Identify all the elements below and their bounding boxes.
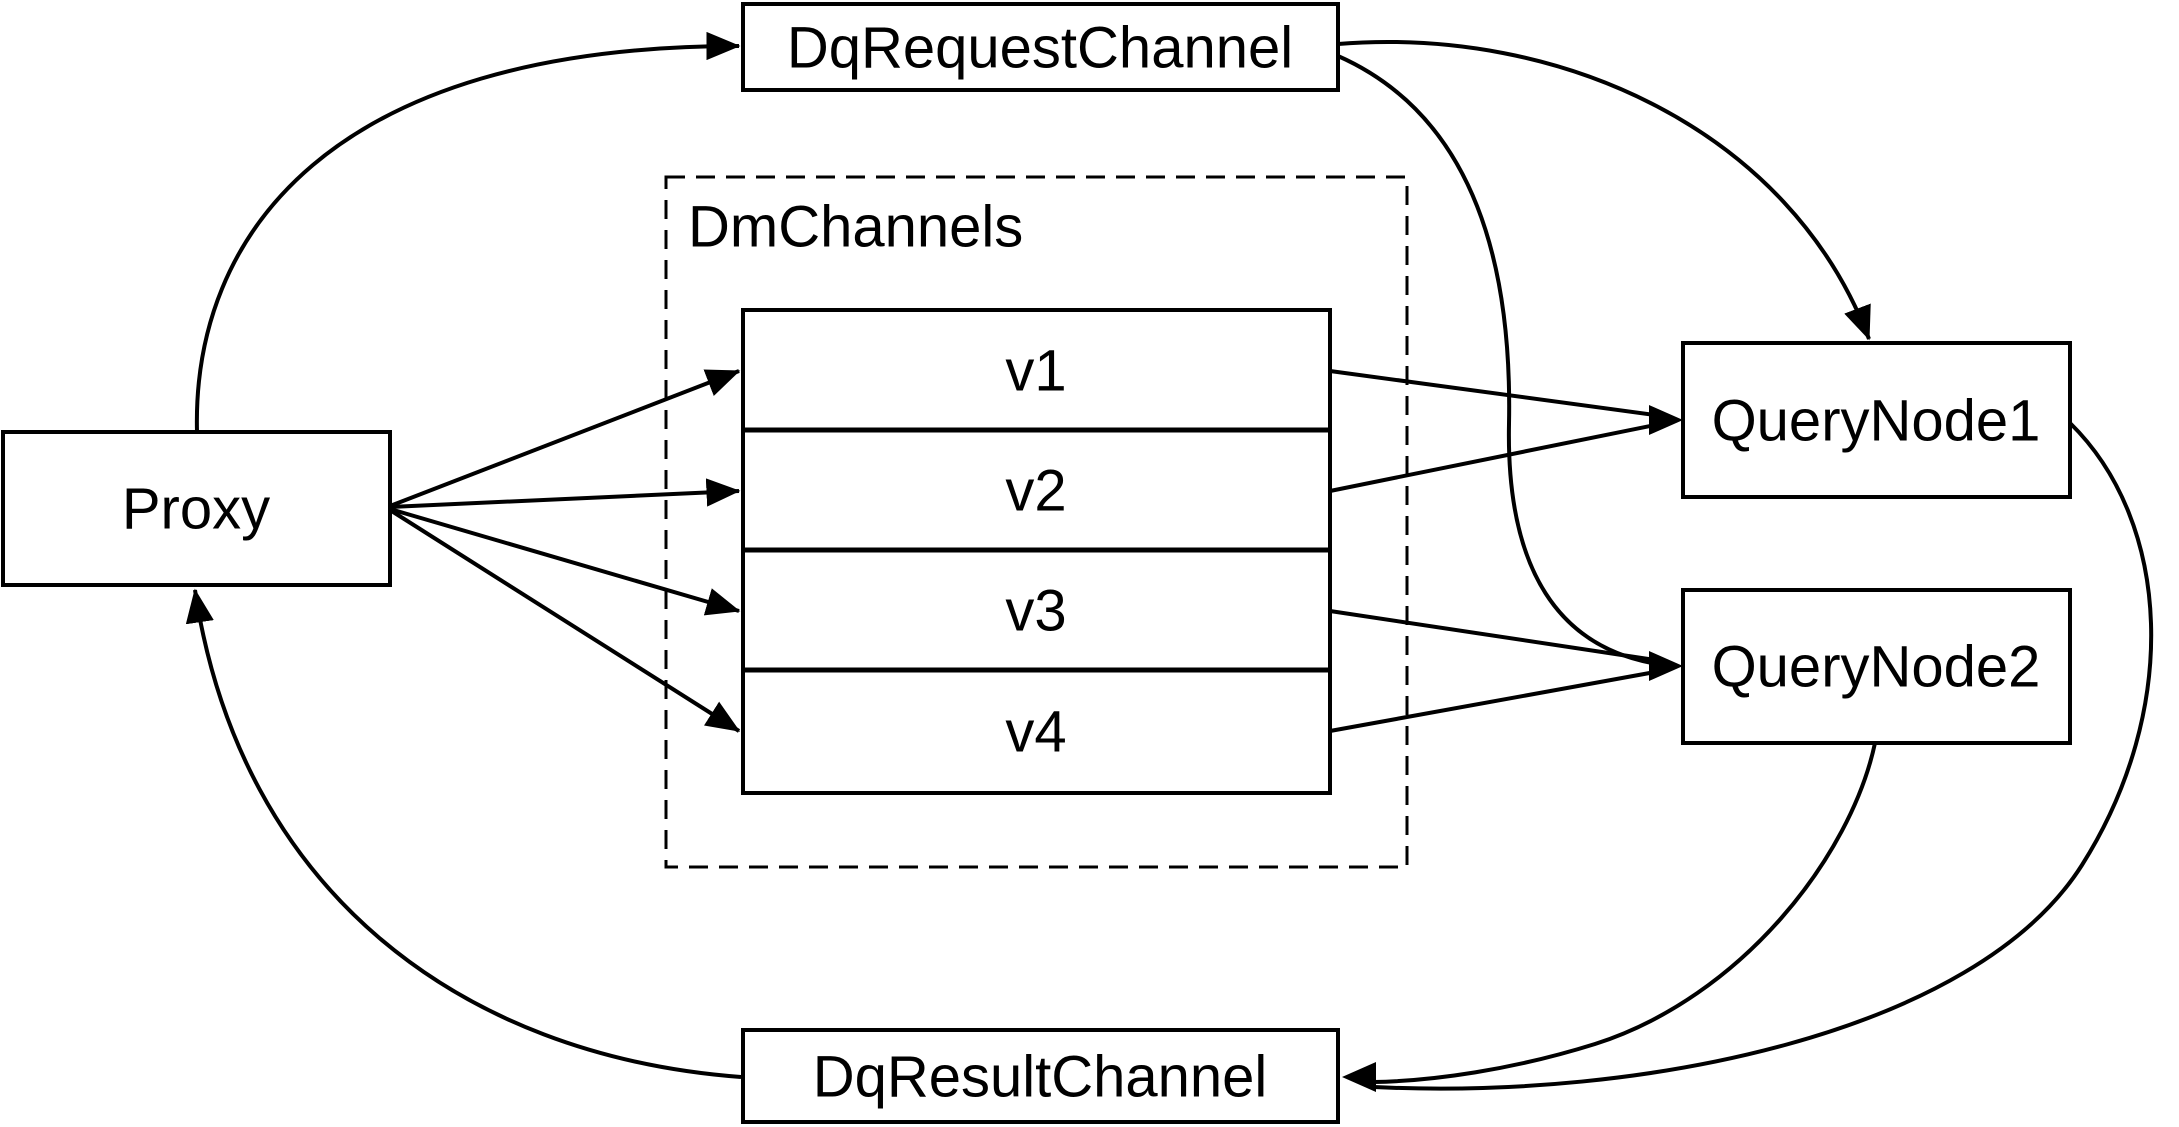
querynode2-node [1681,588,2072,745]
dqrequestchannel-label: DqRequestChannel [787,16,1293,81]
proxy-node [1,430,392,587]
edge-dqrequestchannel-to-querynode2 [1337,54,1653,665]
edge-proxy-to-v3 [389,507,741,616]
querynode1-label: QueryNode1 [1712,389,2041,454]
edge-querynode2-to-dqresultchannel [1373,742,1877,1084]
channel-v1-label: v1 [1005,339,1066,404]
dmchannels-group-box [664,175,1409,869]
edge-proxy-to-v4 [388,508,741,733]
arrowhead-into-dqresultchannel [1342,1062,1376,1092]
dmchannels-group-label: DmChannels [688,195,1023,260]
edge-v3-to-querynode2 [1329,609,1656,662]
channel-v3-label: v3 [1005,579,1066,644]
edge-proxy-to-v2 [389,478,741,509]
querynode2-label: QueryNode2 [1712,635,2041,700]
dqresultchannel-node [741,1028,1340,1124]
channel-v2-label: v2 [1005,459,1066,524]
edge-querynode1-to-dqresultchannel [1373,421,2154,1091]
edge-dqresultchannel-to-proxy [185,588,742,1079]
edge-v1-to-querynode1 [1329,369,1656,417]
channel-v4-label: v4 [1005,700,1066,765]
edge-proxy-to-v1 [389,369,741,508]
dqrequestchannel-node [741,2,1340,92]
dqresultchannel-label: DqResultChannel [813,1045,1268,1110]
arrowhead-into-querynode2 [1649,651,1683,681]
edge-v4-to-querynode2 [1329,670,1656,733]
arrowhead-into-querynode1 [1649,405,1683,435]
querynode1-node [1681,341,2072,499]
edge-proxy-to-dqrequestchannel [194,31,741,433]
edge-dqrequestchannel-to-querynode1 [1337,40,1871,341]
edge-v2-to-querynode1 [1329,423,1656,493]
proxy-label: Proxy [122,477,270,542]
